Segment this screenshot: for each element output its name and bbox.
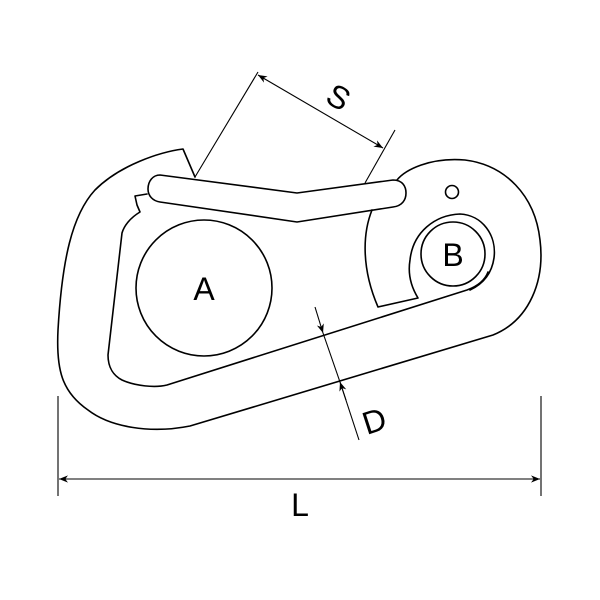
latch-slot-outline: [364, 209, 496, 308]
s-extension-right: [364, 129, 396, 184]
d-arrow-top: [314, 306, 324, 334]
hook-inner-outline: [107, 193, 489, 388]
label-a: A: [193, 271, 215, 307]
s-dimension-line: [257, 74, 384, 149]
d-guide: [322, 332, 341, 383]
label-d: D: [358, 400, 391, 441]
eye-ring: [420, 221, 486, 287]
label-s: S: [320, 76, 356, 118]
inner-opening-circle: [135, 219, 273, 357]
hook-outer-outline: [56, 148, 542, 431]
s-extension-left: [194, 71, 259, 178]
gate: [147, 174, 407, 223]
rivet-hole: [444, 184, 460, 200]
label-l: L: [291, 487, 309, 523]
d-arrow-bottom: [339, 381, 347, 401]
label-b: B: [442, 237, 463, 273]
